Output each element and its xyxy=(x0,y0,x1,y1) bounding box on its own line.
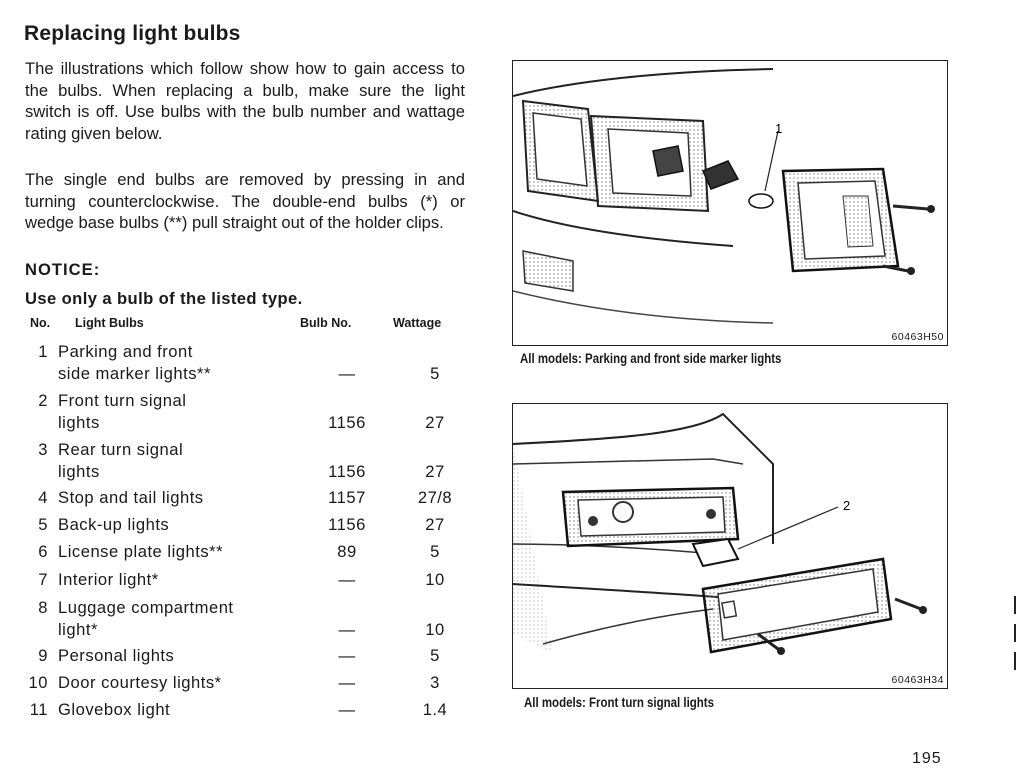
row-bulb: — xyxy=(338,700,356,719)
figure-caption: All models: Parking and front side marke… xyxy=(520,351,782,366)
table-row: 5 Back-up lights 1156 27 xyxy=(22,514,472,536)
row-watt: 10 xyxy=(425,619,445,639)
row-no: 10 xyxy=(28,673,48,692)
row-watt: 27 xyxy=(425,461,445,481)
notice-text: Use only a bulb of the listed type. xyxy=(25,289,303,308)
table-row: 9 Personal lights — 5 xyxy=(22,645,472,667)
row-watt: 5 xyxy=(430,646,440,665)
row-no: 11 xyxy=(29,700,48,719)
row-bulb: — xyxy=(338,570,356,589)
row-no: 2 xyxy=(38,391,48,410)
page-edge-mark xyxy=(1014,596,1016,614)
row-name: Back-up lights xyxy=(58,515,170,534)
row-bulb: — xyxy=(338,619,356,639)
table-row: 11 Glovebox light — 1.4 xyxy=(22,699,472,721)
turn-signal-illustration: 2 xyxy=(513,412,927,655)
row-no: 5 xyxy=(38,515,48,534)
row-bulb: 89 xyxy=(337,542,357,561)
row-bulb: — xyxy=(338,673,356,692)
row-no: 8 xyxy=(38,598,48,617)
row-no: 7 xyxy=(38,570,48,589)
row-watt: 10 xyxy=(425,570,445,589)
row-name: Door courtesy lights* xyxy=(58,673,222,692)
row-name: Stop and tail lights xyxy=(58,488,204,507)
row-bulb: — xyxy=(338,363,356,383)
row-bulb: 1156 xyxy=(328,412,366,432)
row-bulb: — xyxy=(338,646,356,665)
row-watt: 5 xyxy=(430,542,440,561)
callout-1: 1 xyxy=(775,121,782,136)
row-bulb: 1156 xyxy=(328,515,366,534)
row-no: 1 xyxy=(38,342,48,361)
table-header-bulb: Bulb No. xyxy=(300,316,352,330)
row-no: 6 xyxy=(38,542,48,561)
removal-paragraph: The single end bulbs are removed by pres… xyxy=(25,170,465,232)
table-row: 7 Interior light* — 10 xyxy=(22,569,472,591)
figure-code: 60463H50 xyxy=(891,331,944,343)
row-no: 9 xyxy=(38,646,48,665)
row-bulb: 1157 xyxy=(328,488,366,507)
row-name: Glovebox light xyxy=(58,700,171,719)
table-header-no: No. xyxy=(30,316,51,330)
table-row: 4 Stop and tail lights 1157 27/8 xyxy=(22,487,472,509)
figure-code: 60463H34 xyxy=(891,674,944,686)
row-watt: 27 xyxy=(425,412,445,432)
table-row: 10 Door courtesy lights* — 3 xyxy=(22,672,472,694)
table-header-name: Light Bulbs xyxy=(75,316,144,330)
figure-parking-lights: 1 60463H50 xyxy=(512,60,948,346)
row-watt: 27/8 xyxy=(417,488,453,507)
row-name: License plate lights** xyxy=(58,542,224,561)
row-no: 3 xyxy=(38,440,48,459)
intro-paragraph: The illustrations which follow show how … xyxy=(25,59,465,143)
row-watt: 3 xyxy=(430,673,440,692)
table-header-watt: Wattage xyxy=(393,316,442,330)
row-watt: 1.4 xyxy=(422,700,448,719)
notice-label: NOTICE: xyxy=(25,260,101,279)
figure-caption: All models: Front turn signal lights xyxy=(524,695,714,710)
row-no: 4 xyxy=(38,488,48,507)
row-bulb: 1156 xyxy=(328,461,366,481)
page-edge-mark xyxy=(1014,624,1016,642)
row-name: Interior light* xyxy=(58,570,159,589)
page-number: 195 xyxy=(912,750,942,767)
page-title: Replacing light bulbs xyxy=(24,22,241,45)
parking-light-illustration: 1 xyxy=(513,68,935,324)
table-row: 6 License plate lights** 89 5 xyxy=(22,541,472,563)
figure-turn-signal: 2 60463H34 xyxy=(512,403,948,689)
row-watt: 27 xyxy=(425,515,445,534)
page-edge-mark xyxy=(1014,652,1016,670)
row-watt: 5 xyxy=(430,363,440,383)
callout-2: 2 xyxy=(843,498,850,513)
row-name: Personal lights xyxy=(58,646,175,665)
